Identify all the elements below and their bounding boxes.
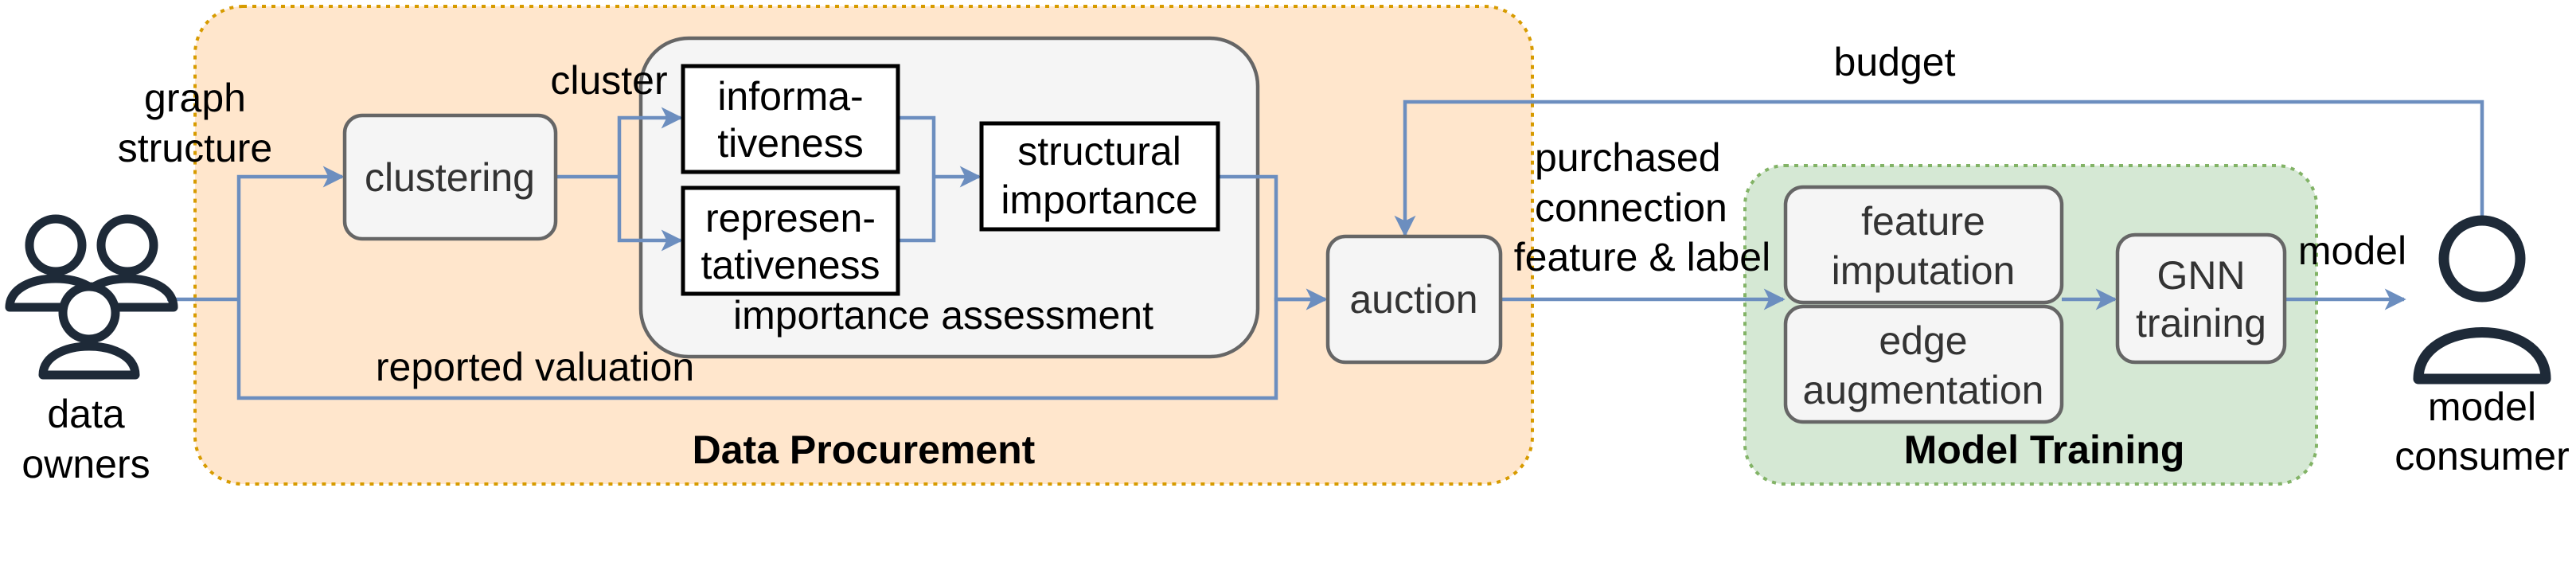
informativeness-box	[681, 64, 900, 174]
gnn-training-box	[2115, 232, 2287, 365]
budget-label: budget	[1834, 40, 1956, 84]
informativeness-label-line1: informa-	[717, 74, 863, 119]
model-label: model	[2298, 228, 2406, 273]
graph-structure-label-line2: structure	[118, 126, 273, 170]
data-owners-label-line1: data	[47, 392, 125, 436]
graph-structure-arrow	[236, 166, 345, 299]
edge-augmentation-label-line1: edge	[1879, 318, 1967, 363]
structural-importance-label-line1: structural	[1017, 129, 1181, 174]
clustering-box	[342, 113, 558, 241]
cluster-to-representativeness-arrow	[617, 177, 683, 252]
people-group-icon	[5, 214, 178, 380]
person-icon	[2413, 215, 2551, 385]
gnn-training-label-line1: GNN	[2156, 253, 2245, 298]
representativeness-label-line2: tativeness	[701, 243, 880, 287]
edge-augmentation-box	[1783, 304, 2064, 424]
structural-to-auction-arrow	[1218, 174, 1328, 310]
purchased-label-line2: connection	[1535, 185, 1727, 230]
auction-box	[1325, 234, 1503, 365]
structural-importance-box	[979, 121, 1220, 232]
graph-structure-label-line1: graph	[144, 76, 246, 120]
model-consumer-label-line1: model	[2428, 385, 2536, 429]
edge-augmentation-label-line2: augmentation	[1802, 368, 2043, 412]
feature-imputation-box	[1783, 185, 2064, 305]
feature-imputation-label-line2: imputation	[1832, 248, 2016, 293]
representativeness-box	[681, 185, 900, 296]
structural-importance-label-line2: importance	[1001, 178, 1197, 222]
informativeness-label-line2: tiveness	[717, 121, 863, 166]
gnn-training-label-line2: training	[2136, 301, 2266, 346]
informativeness-output-line	[898, 115, 936, 177]
reported-valuation-label: reported valuation	[376, 345, 694, 389]
representativeness-label-line1: represen-	[705, 196, 876, 240]
cluster-label: cluster	[550, 58, 667, 103]
feature-imputation-label-line1: feature	[1861, 199, 1985, 244]
data-procurement-title: Data Procurement	[693, 428, 1036, 472]
clustering-label: clustering	[365, 155, 535, 200]
budget-arrow	[1394, 100, 2484, 237]
model-consumer-label-line2: consumer	[2395, 434, 2570, 478]
representativeness-output-line	[898, 177, 936, 243]
cluster-to-informativeness-arrow	[617, 107, 683, 177]
purchased-label-line3: feature & label	[1514, 235, 1770, 279]
importance-assessment-label: importance assessment	[733, 293, 1153, 338]
model-training-title: Model Training	[1904, 428, 2185, 472]
purchased-label-line1: purchased	[1535, 135, 1721, 180]
data-owners-label-line2: owners	[21, 442, 150, 486]
auction-label: auction	[1349, 277, 1477, 322]
